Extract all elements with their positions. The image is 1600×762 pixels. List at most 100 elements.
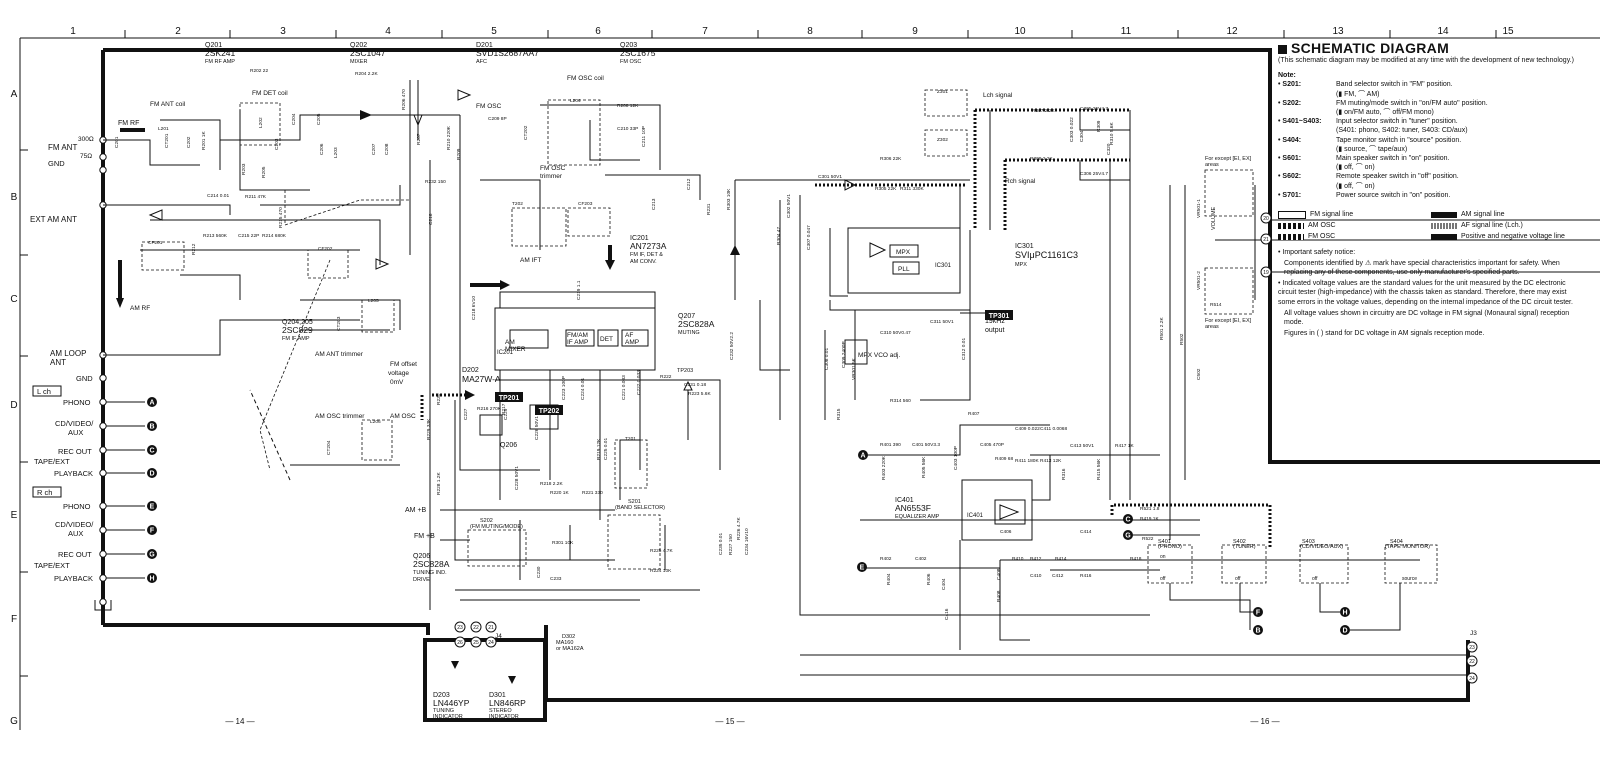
component-value-cf203: CF203	[578, 201, 593, 207]
label-tp203: TP203	[677, 368, 693, 374]
label-q202-c: MIXER	[350, 59, 367, 65]
svg-text:H: H	[1342, 610, 1347, 617]
legend-item: FM OSC	[1278, 232, 1425, 241]
component-value-c411: C411 0.0068	[1040, 426, 1067, 432]
component-value-z301: Z301	[937, 89, 948, 95]
column-label: 1	[70, 26, 76, 37]
label-rch-signal: Rch signal	[1005, 178, 1036, 185]
column-label: 3	[280, 26, 286, 37]
label-fm-offset-3: 0mV	[390, 379, 404, 386]
label-fm-offset-1: FM offset	[390, 361, 417, 368]
svg-text:A: A	[860, 453, 865, 460]
label-q207-a: Q207	[678, 313, 695, 320]
label-s401-a: S401	[1158, 539, 1171, 545]
label-gnd: GND	[48, 159, 65, 168]
component-value-r414: R414	[1055, 556, 1067, 562]
diagram-subtitle: (This schematic diagram may be modified …	[1278, 57, 1574, 64]
legend-item: AM signal line	[1431, 210, 1578, 219]
label-s402-a: S402	[1233, 539, 1246, 545]
note-sub: (▮ FM, ⌒ AM)	[1336, 90, 1380, 98]
label-except-4: areas	[1205, 324, 1219, 330]
label-cdvideo-l1: CD/VIDEO/	[55, 419, 94, 428]
svg-text:23: 23	[1469, 645, 1475, 651]
component-value-c201: C201	[114, 136, 120, 148]
label-volume: VOLUME	[1211, 206, 1217, 230]
label-s202-b: (FM MUTING/MODE)	[470, 524, 523, 530]
label-d302-c: or MA162A	[556, 646, 584, 652]
safety-notes: • Important safety notice:Components ide…	[1278, 248, 1578, 339]
label-fm-ant: FM ANT	[48, 143, 77, 152]
label-tapeext-r: TAPE/EXT	[34, 561, 70, 570]
component-value-r413: R413 12K	[1040, 458, 1062, 464]
label-q204-b: 2SC829	[282, 325, 313, 335]
component-value-c234: C234 16V10	[744, 528, 750, 555]
note-text: Input selector switch in "tuner" positio…	[1336, 118, 1458, 126]
svg-text:24: 24	[1469, 676, 1475, 682]
label-ic401-a: IC401	[895, 497, 914, 504]
note-key: • S601:	[1278, 155, 1302, 163]
component-value-vr501: VR501-2	[1196, 271, 1202, 290]
label-ic401-in: IC401	[967, 513, 984, 519]
svg-text:C: C	[149, 448, 154, 455]
component-value-r205: R205	[261, 166, 267, 178]
component-value-r415: R415 56K	[1096, 458, 1102, 480]
legend-label: FM OSC	[1308, 233, 1336, 241]
note-item: • S601:Main speaker switch in "on" posit…	[1278, 154, 1578, 163]
legend-label: FM signal line	[1310, 211, 1354, 219]
connector-b: B	[147, 421, 157, 431]
component-value-c304: C304	[1079, 130, 1085, 142]
component-value-c311: C311 50V1	[930, 319, 954, 325]
svg-text:E: E	[150, 504, 155, 511]
label-am-ant-trimmer: AM ANT trimmer	[315, 351, 364, 358]
component-value-c402: C402	[915, 556, 927, 562]
legend-label: AF signal line (Lch.)	[1461, 222, 1523, 230]
column-label: 2	[175, 26, 181, 37]
label-cdvideo-r2: AUX	[68, 529, 83, 538]
label-except-3: For except [EI, EX]	[1205, 318, 1252, 324]
column-label: 13	[1332, 26, 1344, 37]
label-d203-b: LN446YP	[433, 698, 470, 708]
terminal: 26	[454, 636, 466, 648]
component-value-c219: C219 1.1	[576, 280, 582, 300]
note-text: Band selector switch in "FM" position.	[1336, 81, 1453, 89]
label-q203-b: 2SC1675	[620, 48, 656, 58]
column-label: 4	[385, 26, 391, 37]
component-value-c416: C416	[944, 608, 950, 620]
component-value-r232: R232 150	[425, 179, 446, 185]
label-am-mixer-2: MIXER	[505, 346, 526, 353]
component-value-c205: C205	[316, 113, 322, 125]
terminal: 20	[1260, 212, 1272, 224]
legend-swatch-af	[1431, 222, 1457, 229]
label-s403-b: (CD/VIDEO/AUX)	[1300, 544, 1343, 550]
label-fm-osc-trimmer-2: trimmer	[540, 173, 563, 180]
note-text: Power source switch in "on" position.	[1336, 191, 1451, 199]
svg-text:E: E	[860, 565, 865, 572]
svg-text:B: B	[149, 424, 154, 431]
note-key: • S701:	[1278, 191, 1302, 199]
svg-text:24: 24	[488, 640, 494, 646]
component-value-r404: R404	[886, 573, 892, 585]
svg-text:B: B	[1255, 628, 1260, 635]
terminal: 23	[454, 621, 466, 633]
note-sub: (▮ on/FM auto, ⌒ off/FM mono)	[1336, 109, 1434, 117]
jack-terminal	[99, 422, 107, 430]
legend-label: Positive and negative voltage line	[1461, 233, 1565, 241]
component-value-r202: R202 22	[250, 68, 268, 74]
connector-h: H	[1340, 607, 1350, 617]
component-value-r307: R307 2.2K	[1032, 108, 1055, 114]
component-value-r204: R204 2.2K	[355, 71, 378, 77]
label-cdvideo-l2: AUX	[68, 428, 83, 437]
svg-text:19: 19	[1263, 270, 1269, 276]
label-q201-c: FM RF AMP	[205, 59, 235, 65]
label-q201-a: Q201	[205, 42, 222, 49]
label-q206-top: Q206	[500, 442, 517, 449]
label-q203-a: Q203	[620, 42, 637, 49]
row-label: E	[11, 510, 18, 521]
ic201-block	[420, 245, 740, 601]
component-value-r407: R407	[968, 411, 980, 417]
component-value-c221: C221 0.033	[621, 375, 627, 400]
component-value-r215: R215 470	[278, 207, 284, 228]
component-value-c207: C207	[371, 143, 377, 155]
